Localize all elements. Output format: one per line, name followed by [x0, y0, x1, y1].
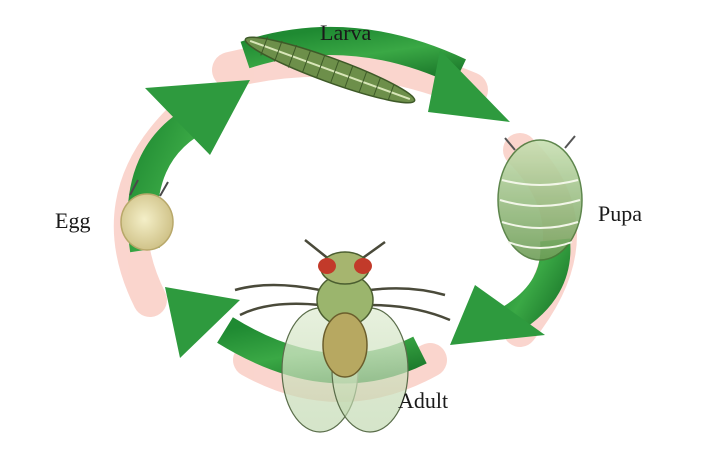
adult-fly-icon [234, 239, 451, 433]
pupa-label: Pupa [598, 201, 642, 226]
pupa-icon [497, 135, 583, 261]
larva-icon [244, 36, 416, 104]
adult-label: Adult [398, 388, 449, 413]
egg-icon [120, 179, 174, 251]
larva-label: Larva [320, 20, 372, 45]
egg-label: Egg [55, 208, 91, 233]
